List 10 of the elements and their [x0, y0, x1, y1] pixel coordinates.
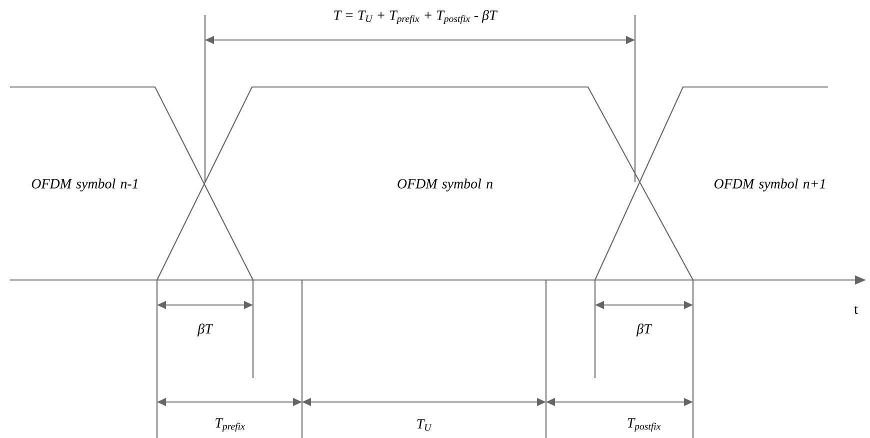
- symbol-label: OFDM symbol n-1: [32, 178, 138, 192]
- dimension-label: βT: [636, 324, 652, 336]
- dimension-label: βT: [197, 324, 214, 336]
- axis-label: t: [854, 306, 858, 314]
- dimension-label: T$_{U}$: [417, 419, 432, 431]
- formula-label: T = T$_{U}$ + T$_{prefix}$ + T$_{postfix}$ - βT: [334, 10, 498, 24]
- dimension-label: T$_{prefix}$: [216, 418, 245, 432]
- symbol-label: OFDM symbol n: [398, 178, 492, 192]
- symbol-label: OFDM symbol n+1: [714, 178, 825, 192]
- dimension-label: T$_{postfix}$: [628, 418, 661, 432]
